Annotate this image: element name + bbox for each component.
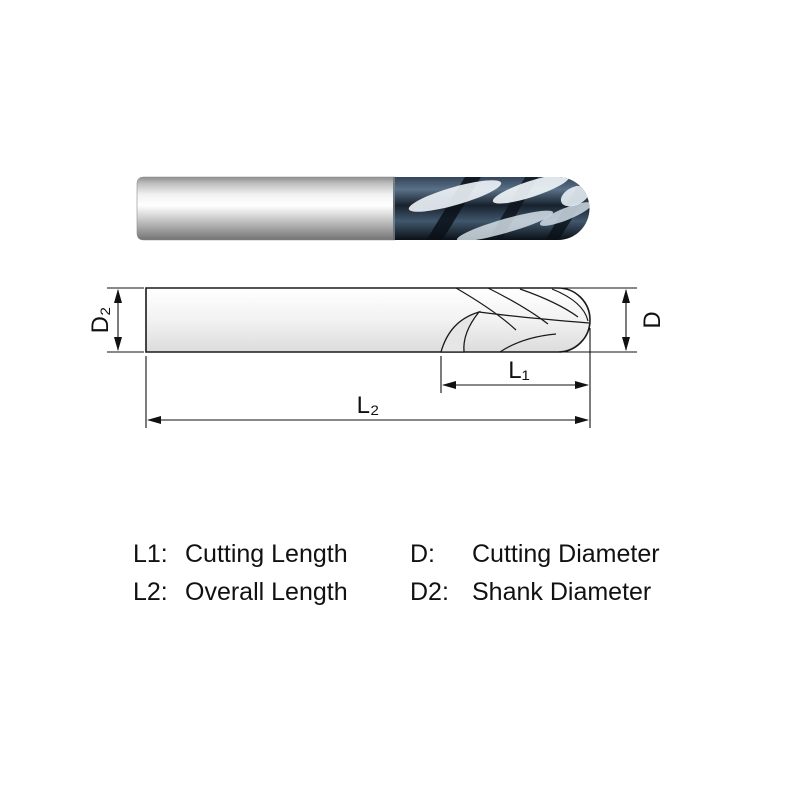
l1-label: L₁ <box>508 357 529 384</box>
dimension-labels: D₂ D L₁ L₂ <box>87 307 666 419</box>
legend-key-l1: L1: <box>133 540 168 568</box>
endmill-technical-drawing <box>145 287 591 353</box>
legend-key-d2: D2: <box>410 577 449 606</box>
l2-label: L₂ <box>357 392 380 419</box>
photo-flute-detail <box>408 177 590 240</box>
flute-curve <box>455 287 517 331</box>
legend-desc-l2: Overall Length <box>185 577 348 606</box>
dimensions <box>107 287 637 428</box>
legend: L1: Cutting Length D: Cutting Diameter L… <box>133 540 660 607</box>
photo-highlight <box>560 185 590 207</box>
d-dimension <box>562 287 637 353</box>
l1-dimension <box>440 328 591 428</box>
photo-highlight <box>456 210 554 240</box>
legend-desc-d: Cutting Diameter <box>472 540 660 568</box>
d-label: D <box>639 311 666 328</box>
drawing-flute-curves <box>455 287 590 353</box>
legend-key-l2: L2: <box>133 577 168 606</box>
flute-curve <box>487 287 549 325</box>
d2-label: D₂ <box>87 307 114 334</box>
endmill-diagram: D₂ D L₁ L₂ <box>87 176 666 428</box>
photo-highlight <box>539 202 590 226</box>
legend-desc-d2: Shank Diameter <box>472 577 652 606</box>
flute-curve <box>519 288 579 318</box>
flute-curve <box>499 333 557 353</box>
flute-curve <box>551 288 589 322</box>
endmill-photo <box>136 176 590 241</box>
drawing-body-outline <box>145 287 591 353</box>
drawing-flute-gash <box>440 310 481 353</box>
photo-highlight <box>408 180 502 212</box>
photo-shank <box>136 176 396 241</box>
legend-key-d: D: <box>410 540 435 568</box>
l2-dimension <box>145 356 589 428</box>
flute-curve <box>478 311 590 324</box>
d2-dimension <box>107 287 144 353</box>
legend-desc-l1: Cutting Length <box>185 540 348 568</box>
photo-highlight <box>492 177 570 204</box>
